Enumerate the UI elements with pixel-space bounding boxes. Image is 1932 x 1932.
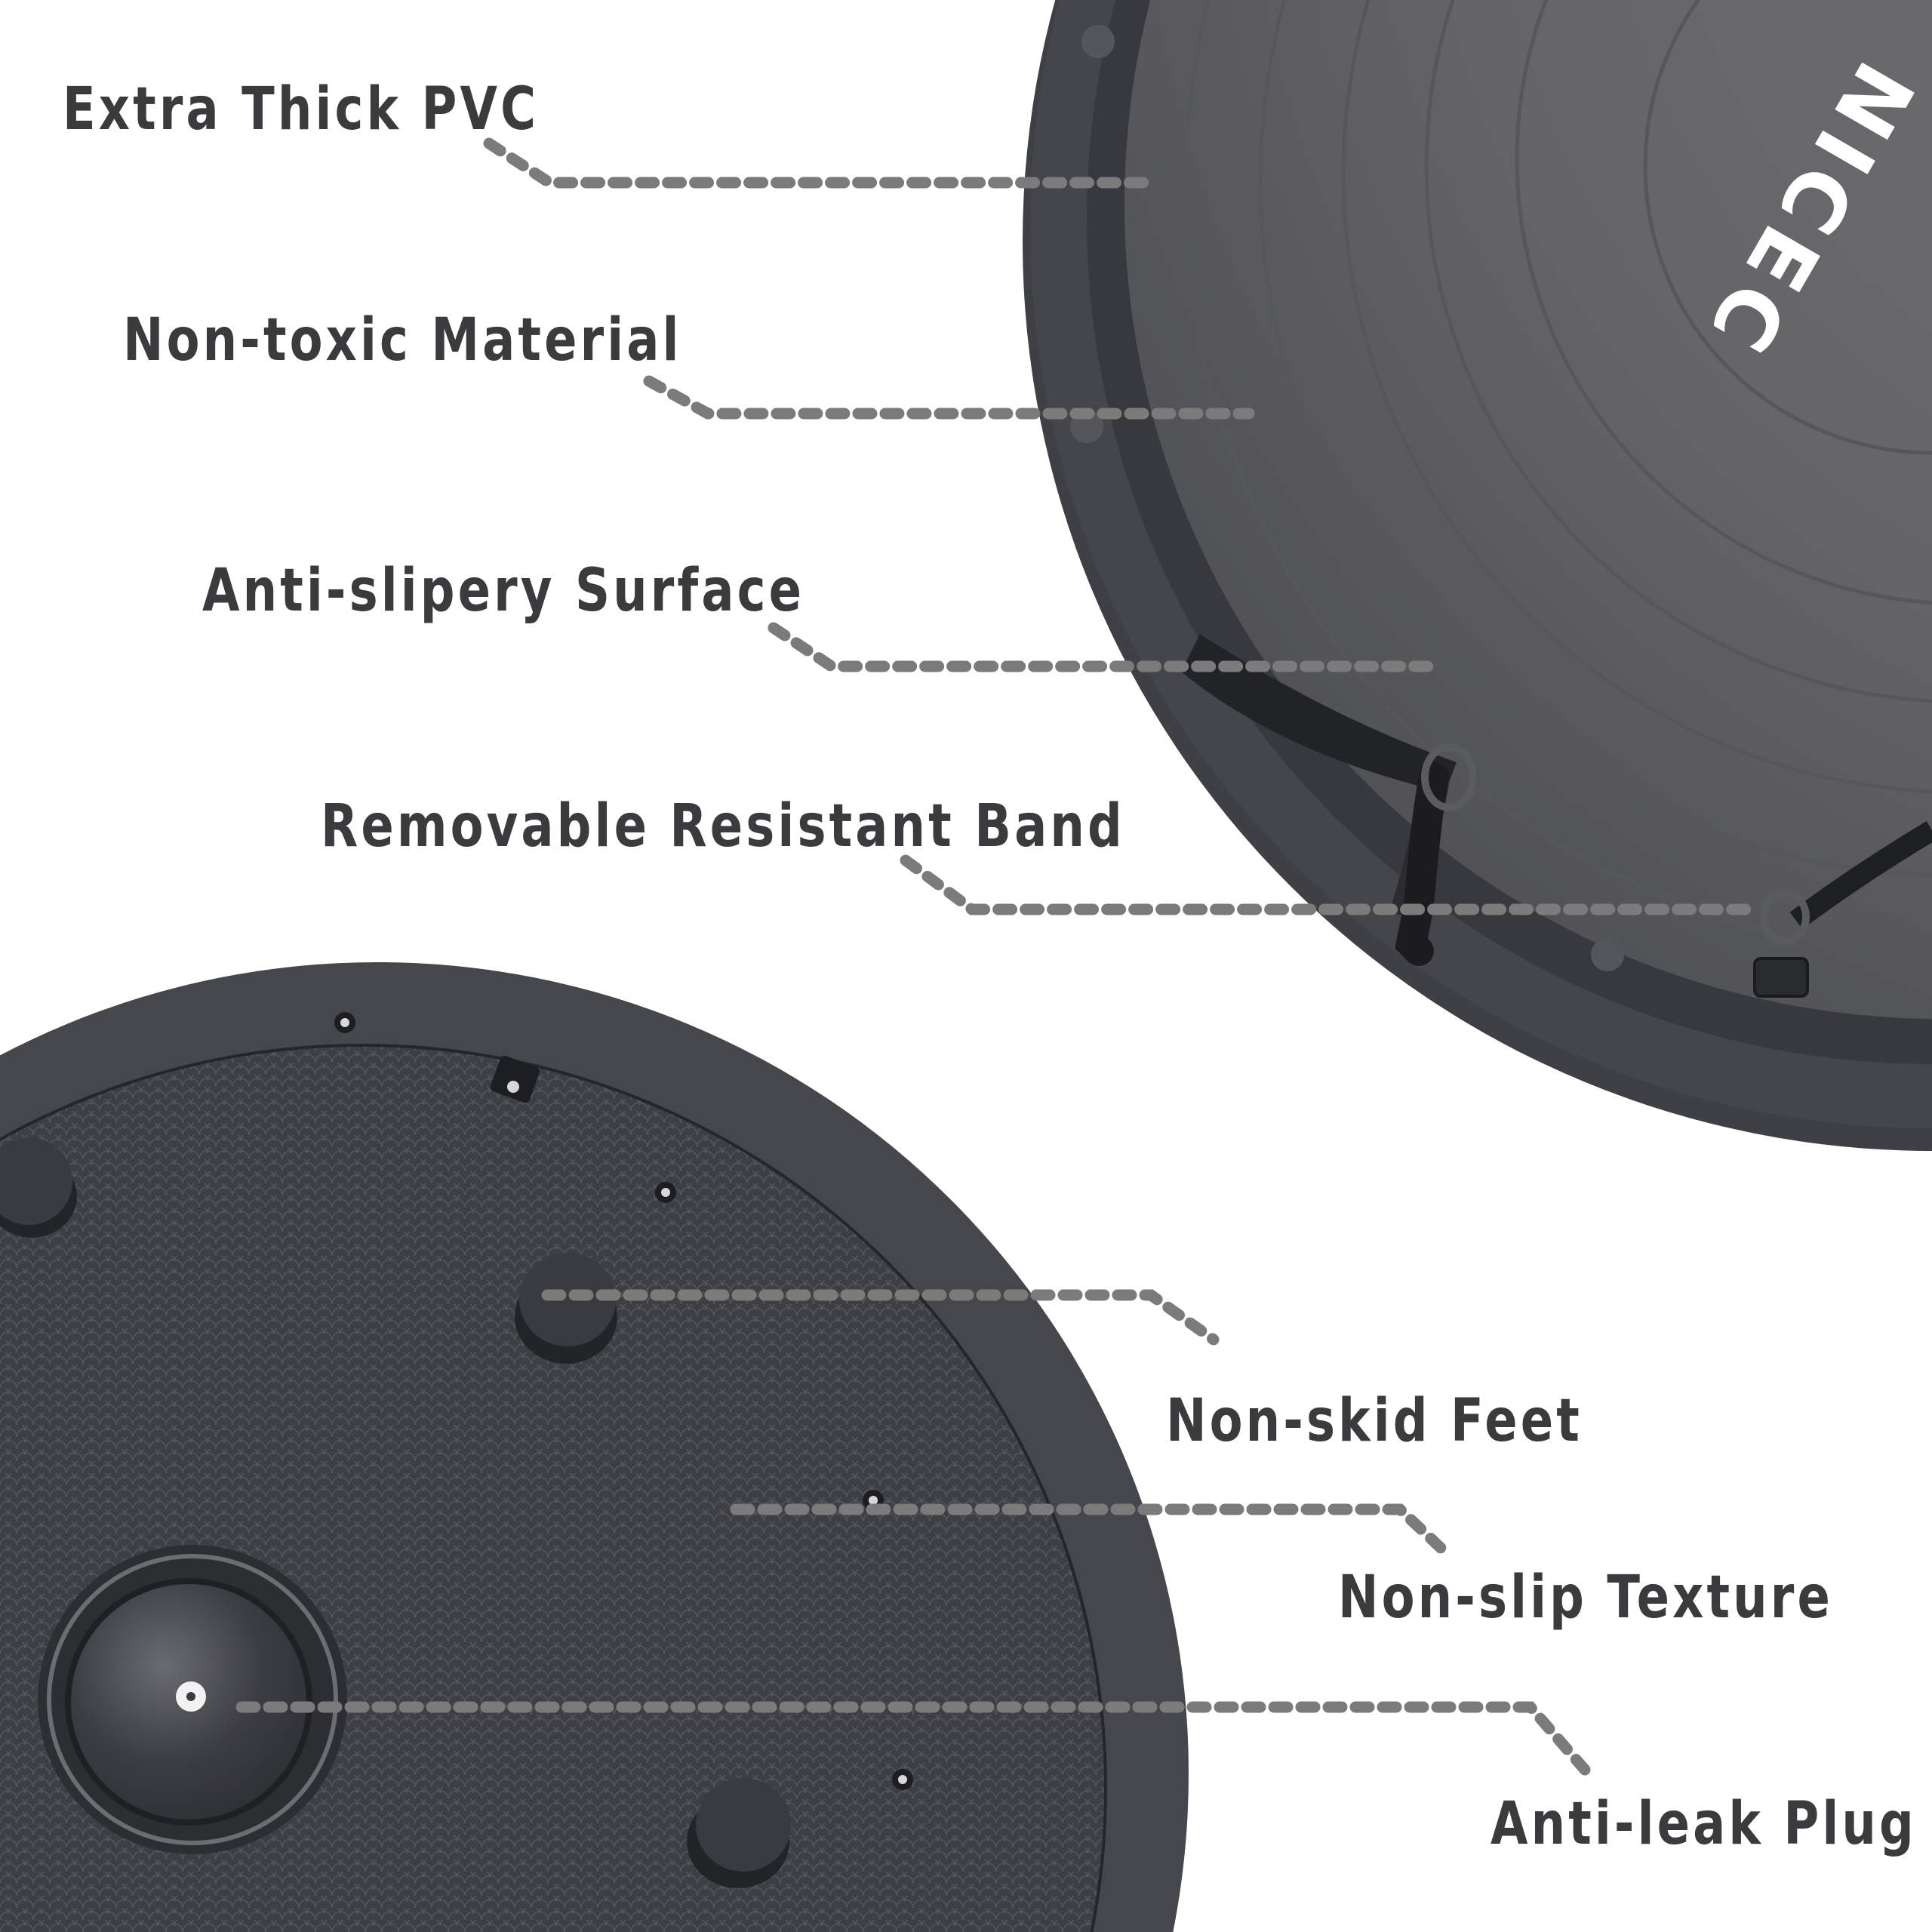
- leader-lines: [235, 137, 1764, 1776]
- feature-label-non-skid-feet: Non-skid Feet: [1166, 1387, 1583, 1455]
- foot: [0, 1137, 77, 1238]
- anti-leak-plug-graphic: [38, 1545, 347, 1854]
- feature-label-extra-thick-pvc: Extra Thick PVC: [63, 75, 540, 143]
- leader-non-slip-texture: [730, 1503, 1447, 1555]
- feature-label-anti-leak-plug: Anti-leak Plug: [1491, 1790, 1917, 1858]
- feature-label-non-slip-texture: Non-slip Texture: [1338, 1564, 1833, 1632]
- non-skid-feet-group: [0, 1137, 791, 1888]
- leader-removable-resistant-band: [900, 854, 1764, 915]
- dome-ridges: [1183, 0, 1932, 953]
- dome-surface: [1124, 0, 1932, 1019]
- feature-label-non-toxic-material: Non-toxic Material: [123, 306, 682, 374]
- foot: [687, 1778, 791, 1888]
- leader-non-toxic-material: [643, 375, 1255, 420]
- leader-non-skid-feet: [541, 1289, 1220, 1346]
- feature-label-anti-slipery-surface: Anti-slipery Surface: [202, 557, 805, 625]
- leader-anti-slipery-surface: [768, 622, 1444, 672]
- dome-ball-top-view: NICEC: [1023, 0, 1932, 1151]
- leader-extra-thick-pvc: [483, 137, 1161, 189]
- rim-bolts: [1070, 25, 1624, 971]
- leader-anti-leak-plug: [235, 1701, 1591, 1776]
- platform-screws: [334, 1012, 913, 1790]
- platform-ball-bottom-view: [0, 962, 1189, 1932]
- feature-label-removable-resistant-band: Removable Resistant Band: [321, 792, 1125, 860]
